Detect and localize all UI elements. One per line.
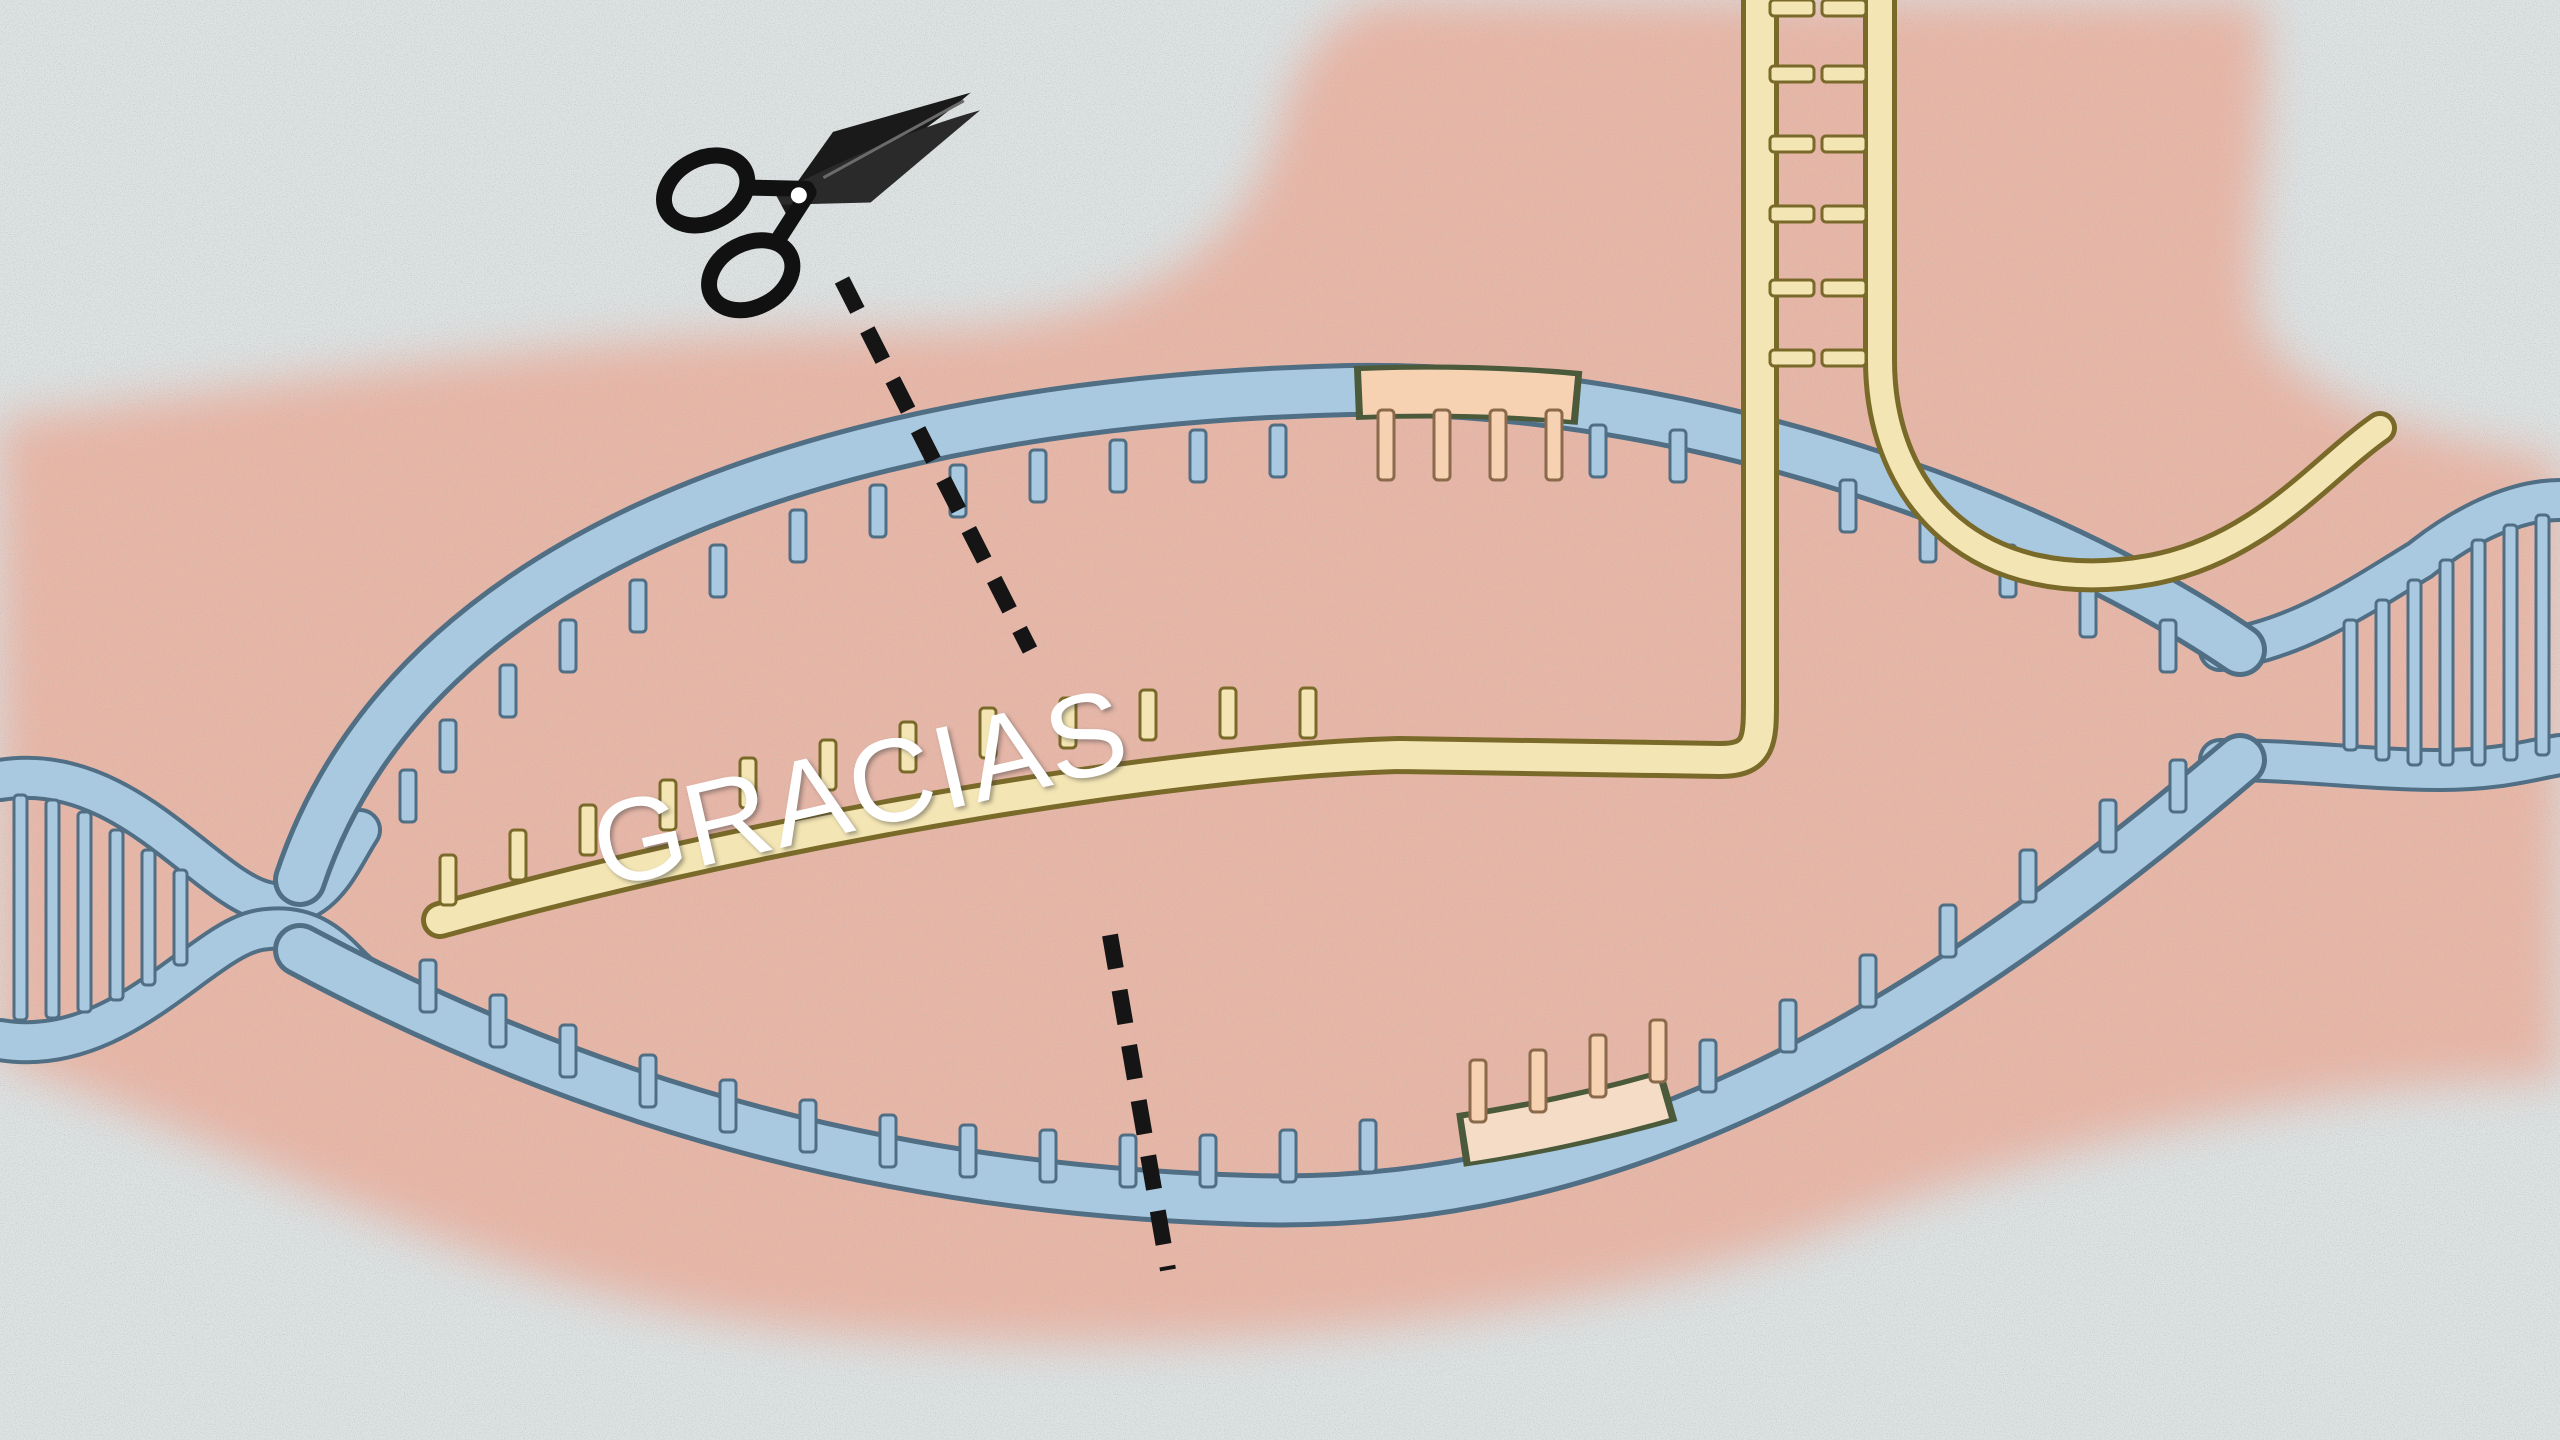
crispr-illustration: GRACIAS (0, 0, 2560, 1440)
dna-scene (0, 0, 2560, 1440)
